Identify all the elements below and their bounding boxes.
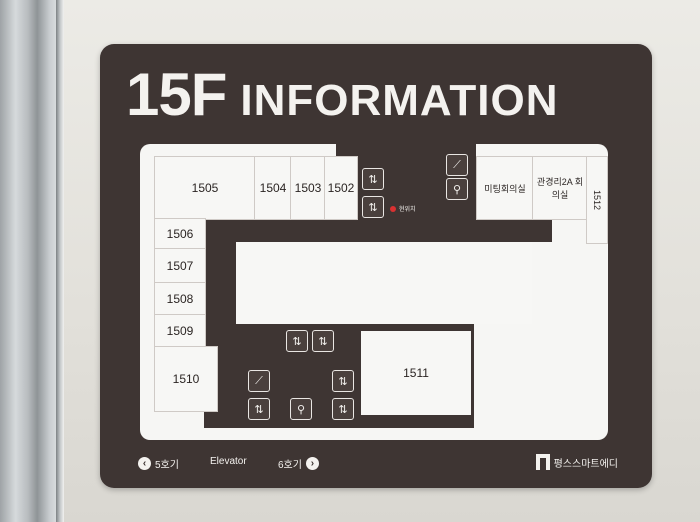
red-dot-icon xyxy=(390,205,396,212)
room-meeting: 미팅회의실 xyxy=(476,156,534,220)
right-elevator-nav: 6호기 › xyxy=(278,456,319,471)
room-1504-label: 1504 xyxy=(259,181,287,195)
elevator-label: Elevator xyxy=(210,456,247,467)
room-1510-label: 1510 xyxy=(172,372,200,386)
elevator-caption: Elevator xyxy=(210,456,247,467)
room-1510: 1510 xyxy=(154,346,218,412)
room-1509-label: 1509 xyxy=(166,324,194,338)
brand-logo-icon xyxy=(535,454,550,470)
you-are-here-marker: 현위치 xyxy=(390,204,416,213)
brand-name: 평스스마트에디 xyxy=(553,458,618,470)
room-1507-label: 1507 xyxy=(166,259,194,273)
metal-frame-edge xyxy=(56,0,64,522)
arrow-left-icon: ‹ xyxy=(138,457,151,470)
room-1507: 1507 xyxy=(154,248,206,284)
room-meeting-label: 미팅회의실 xyxy=(484,183,526,194)
room-1503: 1503 xyxy=(290,156,326,220)
stairs-icon: ⟋ xyxy=(248,370,270,392)
floor-information-sign: 15F INFORMATION 1505 1504 1503 1502 미팅회의… xyxy=(100,44,652,488)
room-1502: 1502 xyxy=(324,156,358,220)
floor-number: 15F xyxy=(126,61,227,128)
room-1502-label: 1502 xyxy=(327,181,355,195)
right-elevator-label: 6호기 xyxy=(278,460,302,471)
elevator-icon: ⇅ xyxy=(332,370,354,392)
restroom-icon: ⚲ xyxy=(290,398,312,420)
room-1508: 1508 xyxy=(154,282,206,316)
room-exec-label: 관경리2A 회의실 xyxy=(536,177,584,200)
brand: 평스스마트에디 xyxy=(535,454,618,470)
sign-footer: ‹ 5호기 Elevator 6호기 › 평스스마트에디 xyxy=(138,454,618,476)
sign-heading: INFORMATION xyxy=(240,76,559,125)
you-are-here-label: 현위치 xyxy=(399,207,416,213)
room-1509: 1509 xyxy=(154,314,206,348)
arrow-right-icon: › xyxy=(305,457,319,470)
room-1512-label: 1512 xyxy=(592,189,602,211)
room-1503-label: 1503 xyxy=(294,181,322,195)
left-elevator-label: 5호기 xyxy=(155,460,179,471)
elevator-icon: ⇅ xyxy=(286,330,308,352)
room-1506-label: 1506 xyxy=(166,227,194,241)
elevator-icon: ⇅ xyxy=(248,398,270,420)
room-1511: 1511 xyxy=(358,328,474,418)
elevator-icon: ⇅ xyxy=(362,196,384,218)
room-1506: 1506 xyxy=(154,218,206,250)
elevator-icon: ⇅ xyxy=(362,168,384,190)
room-exec-meeting: 관경리2A 회의실 xyxy=(532,156,588,220)
room-1511-label: 1511 xyxy=(403,366,429,380)
restroom-icon: ⚲ xyxy=(446,178,468,200)
elevator-icon: ⇅ xyxy=(312,330,334,352)
corridor-end xyxy=(532,218,552,242)
elevator-icon: ⇅ xyxy=(332,398,354,420)
open-office-area xyxy=(236,242,532,324)
room-1505-label: 1505 xyxy=(191,181,219,195)
floor-map: 1505 1504 1503 1502 미팅회의실 관경리2A 회의실 1512… xyxy=(140,144,608,440)
stairs-icon: ⟋ xyxy=(446,154,468,176)
room-1504: 1504 xyxy=(254,156,292,220)
room-1512: 1512 xyxy=(586,156,608,244)
sign-title: 15F INFORMATION xyxy=(126,64,559,126)
corridor-top xyxy=(204,218,544,242)
left-elevator-nav: ‹ 5호기 xyxy=(138,456,179,471)
metal-door-frame xyxy=(0,0,62,522)
room-1508-label: 1508 xyxy=(166,292,194,306)
room-1505: 1505 xyxy=(154,156,256,220)
